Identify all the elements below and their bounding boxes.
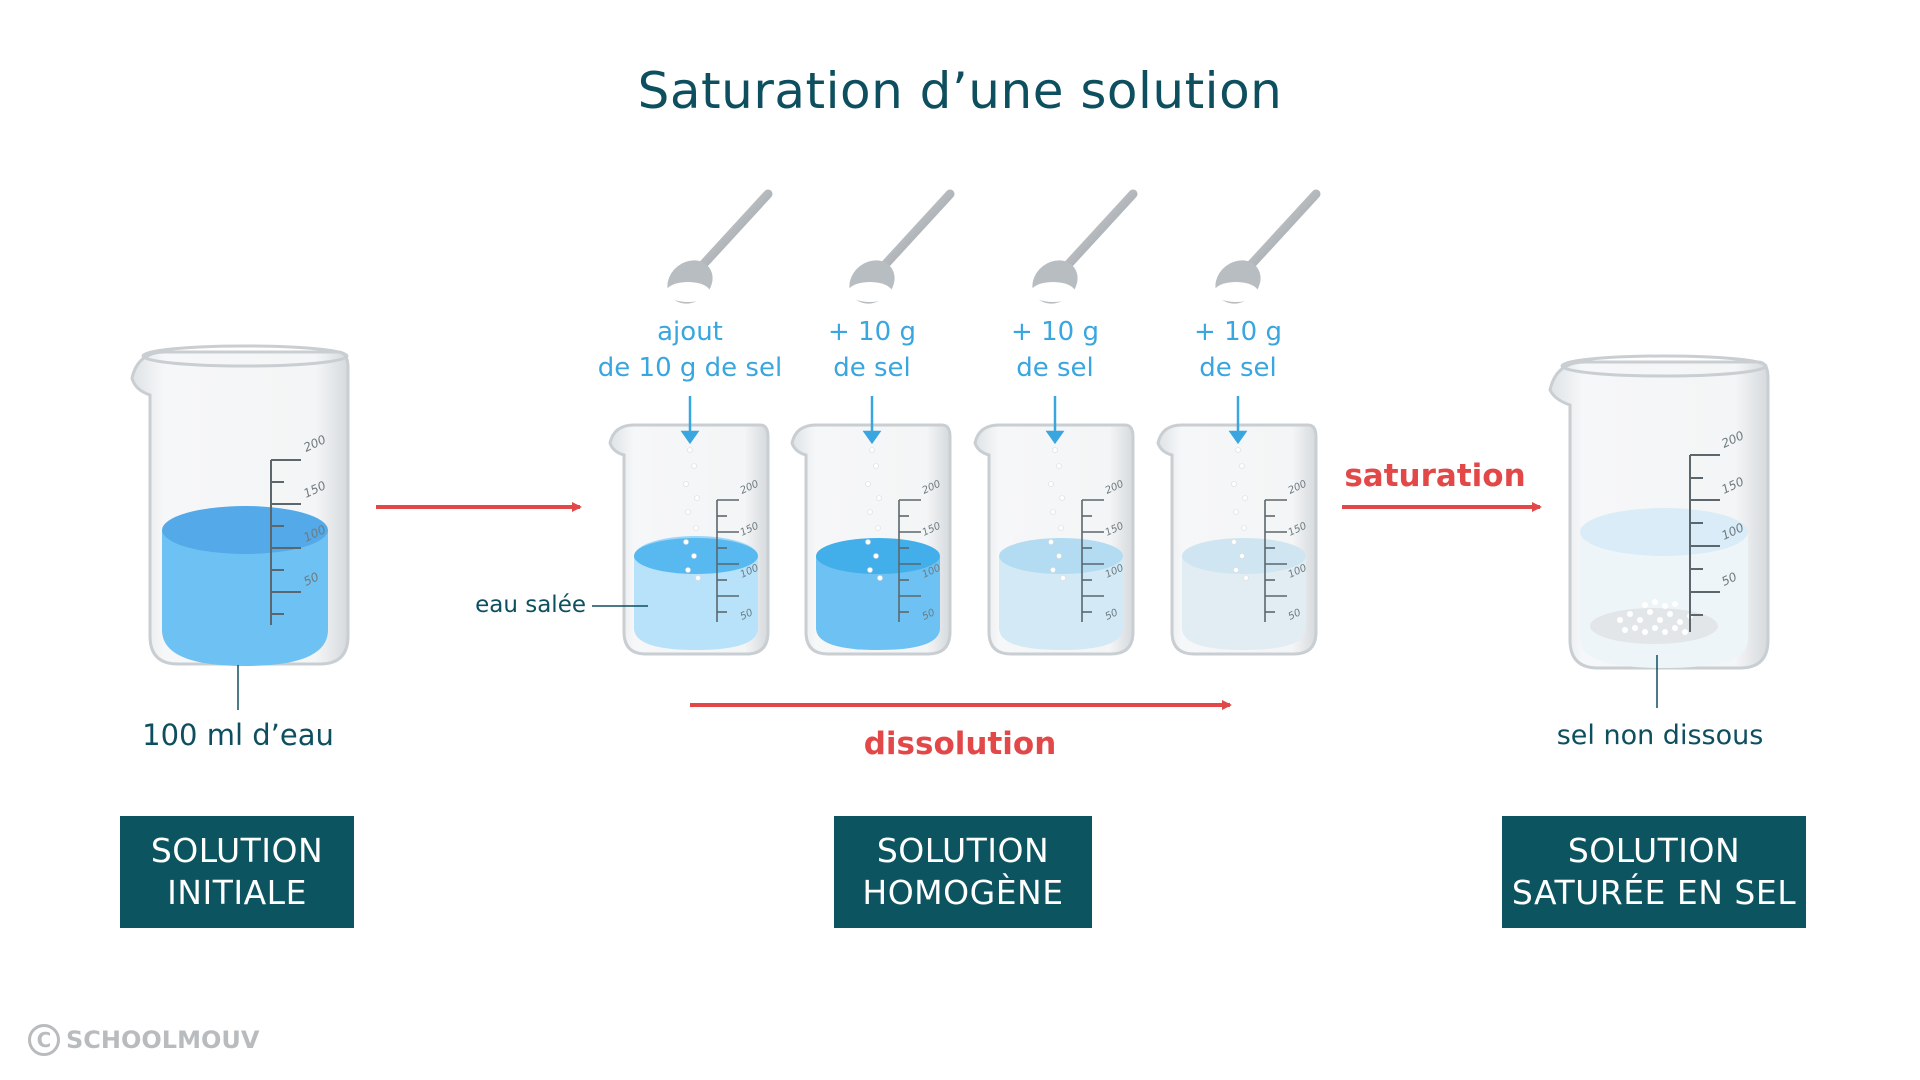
state-box-homogeneous: SOLUTION HOMOGÈNE <box>834 816 1092 928</box>
undissolved-salt-label: sel non dissous <box>1556 720 1764 751</box>
logo-text: SCHOOLMOUV <box>66 1026 260 1054</box>
addition-label-4: + 10 g de sel <box>1194 317 1282 383</box>
svg-text:50: 50 <box>1104 607 1120 622</box>
svg-text:50: 50 <box>921 607 937 622</box>
beaker-initial: 200 150 100 50 <box>130 344 350 710</box>
copyright-icon: C <box>28 1024 60 1056</box>
page-title: Saturation d’une solution <box>637 62 1283 120</box>
blue-arrows <box>680 396 1248 445</box>
dissolution-label: dissolution <box>863 726 1057 762</box>
spoon-icon <box>666 189 1321 304</box>
state-box-initial: SOLUTION INITIALE <box>120 816 354 928</box>
state-box-saturated: SOLUTION SATURÉE EN SEL <box>1502 816 1806 928</box>
salt-water-label: eau salée <box>475 592 586 618</box>
first-addition-label: ajout de 10 g de sel <box>597 317 783 383</box>
svg-text:50: 50 <box>739 607 755 622</box>
salt-grains <box>683 447 1249 581</box>
initial-volume-label: 100 ml d’eau <box>142 718 334 752</box>
addition-label-2: + 10 g de sel <box>828 317 916 383</box>
svg-text:50: 50 <box>1287 607 1303 622</box>
saturation-label: saturation <box>1344 458 1526 494</box>
schoolmouv-logo: C SCHOOLMOUV <box>28 1024 259 1056</box>
beaker-saturated: 200 150 100 50 <box>1548 354 1770 708</box>
addition-label-3: + 10 g de sel <box>1011 317 1099 383</box>
svg-text:50: 50 <box>1719 569 1739 588</box>
tick-50: 50 <box>301 569 321 588</box>
